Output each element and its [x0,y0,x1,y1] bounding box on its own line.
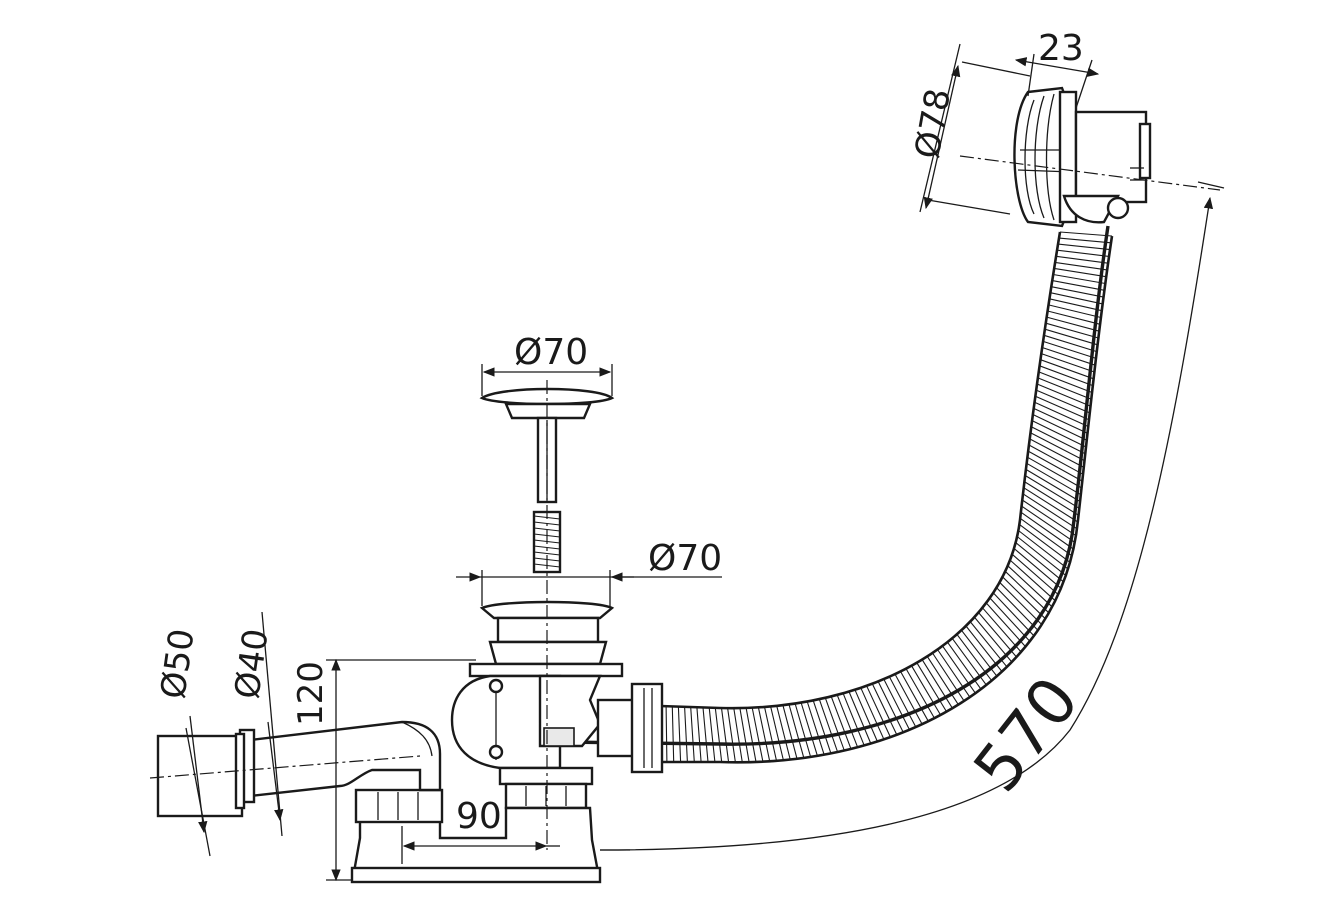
dim-overflow-diameter: Ø78 [907,86,959,162]
dim-trap-offset: 90 [456,796,502,837]
dim-hose-length: 570 [960,664,1094,806]
outlet-pipe [149,720,442,818]
flexible-hose [559,225,1114,764]
overflow-head [959,86,1221,228]
dim-overflow-depth: 23 [1038,28,1084,69]
dim-height: 120 [291,661,331,726]
waste-body [350,380,664,884]
dim-waste-diameter: Ø70 [648,538,722,579]
dim-outlet-inner-diameter: Ø40 [227,626,276,701]
dimension-lines [185,43,1225,882]
dim-outlet-outer-diameter: Ø50 [153,626,202,701]
dim-plug-diameter: Ø70 [514,332,588,373]
